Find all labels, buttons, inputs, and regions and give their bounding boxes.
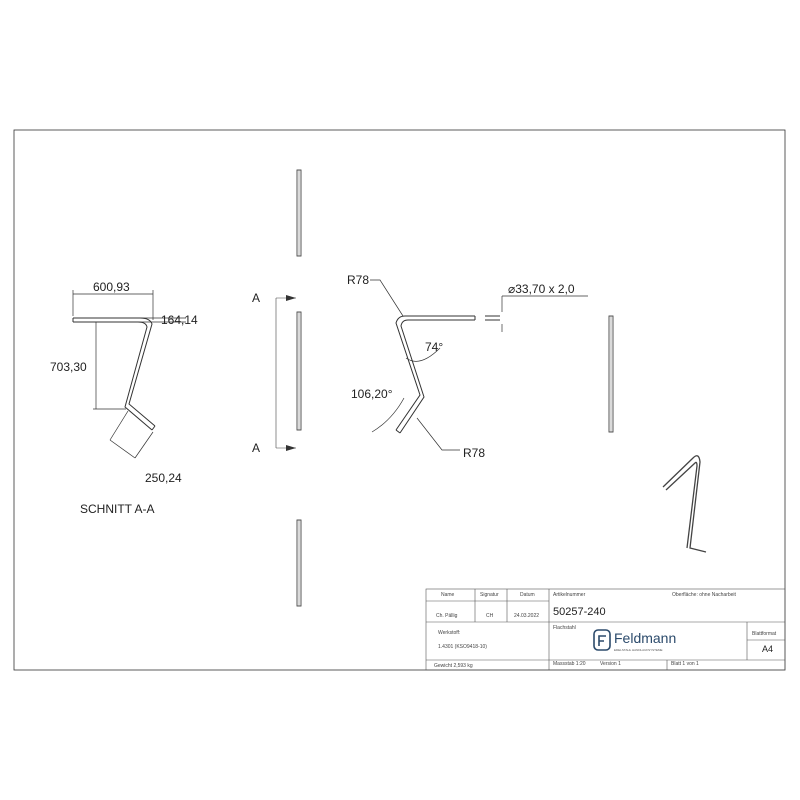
front-view-dimensions bbox=[370, 279, 588, 451]
article-label: Artikelnummer bbox=[553, 592, 586, 598]
header-creator: Name bbox=[441, 592, 455, 598]
isometric-view bbox=[662, 455, 707, 553]
radius-bottom-label: R78 bbox=[463, 446, 486, 460]
header-date: Datum bbox=[520, 592, 535, 598]
section-marker-bottom: A bbox=[252, 441, 261, 455]
format-label: Blattformat bbox=[752, 631, 777, 637]
tube-diameter-label: ⌀33,70 x 2,0 bbox=[508, 282, 575, 296]
angle-lower-label: 106,20° bbox=[351, 387, 393, 401]
feldmann-logo-tagline: EDELSTAHL HANDLAUFSYSTEME bbox=[614, 648, 663, 652]
material-label: Werkstoff: bbox=[438, 630, 461, 636]
section-arrow-bottom bbox=[286, 445, 296, 451]
front-view-profile-inner bbox=[399, 319, 475, 434]
radius-top-label: R78 bbox=[347, 273, 370, 287]
feldmann-logo-name: Feldmann bbox=[614, 630, 677, 646]
header-signature: Signatur bbox=[480, 592, 499, 598]
sheet-frame bbox=[13, 129, 786, 671]
section-marker-top: A bbox=[252, 291, 261, 305]
section-a-dimensions bbox=[72, 290, 186, 459]
scale-value: Massstab 1:20 bbox=[553, 661, 586, 667]
side-view bbox=[275, 169, 302, 607]
date-value: 24.03.2022 bbox=[514, 613, 540, 619]
front-view bbox=[395, 315, 500, 434]
dim-height-label: 703,30 bbox=[50, 360, 87, 374]
signature-value: CH bbox=[486, 613, 494, 619]
dim-width-label: 600,93 bbox=[93, 280, 130, 294]
surface-label: Oberfläche: ohne Nacharbeit bbox=[672, 592, 736, 598]
title-block-lines bbox=[425, 588, 786, 671]
sheet-value: Blatt 1 von 1 bbox=[671, 661, 699, 667]
section-a-a-view bbox=[72, 317, 156, 431]
article-number: 50257-240 bbox=[553, 606, 606, 618]
description-label: Flachstahl bbox=[553, 625, 576, 631]
dim-leg-label: 164,14 bbox=[161, 313, 198, 327]
weight-value: Gewicht 2,593 kg bbox=[434, 663, 473, 669]
feldmann-logo-mark bbox=[593, 629, 611, 651]
section-title: SCHNITT A-A bbox=[80, 502, 155, 516]
right-view bbox=[608, 315, 614, 433]
material-value: 1.4301 (KSO9418-10) bbox=[438, 644, 487, 650]
version-value: Version 1 bbox=[600, 661, 621, 667]
section-arrow-top bbox=[286, 295, 296, 301]
angle-upper-label: 74° bbox=[425, 340, 444, 354]
format-value: A4 bbox=[762, 644, 774, 654]
dim-foot-label: 250,24 bbox=[145, 471, 182, 485]
creator-value: Ch. Pällig bbox=[436, 613, 458, 619]
front-view-profile bbox=[395, 315, 475, 431]
